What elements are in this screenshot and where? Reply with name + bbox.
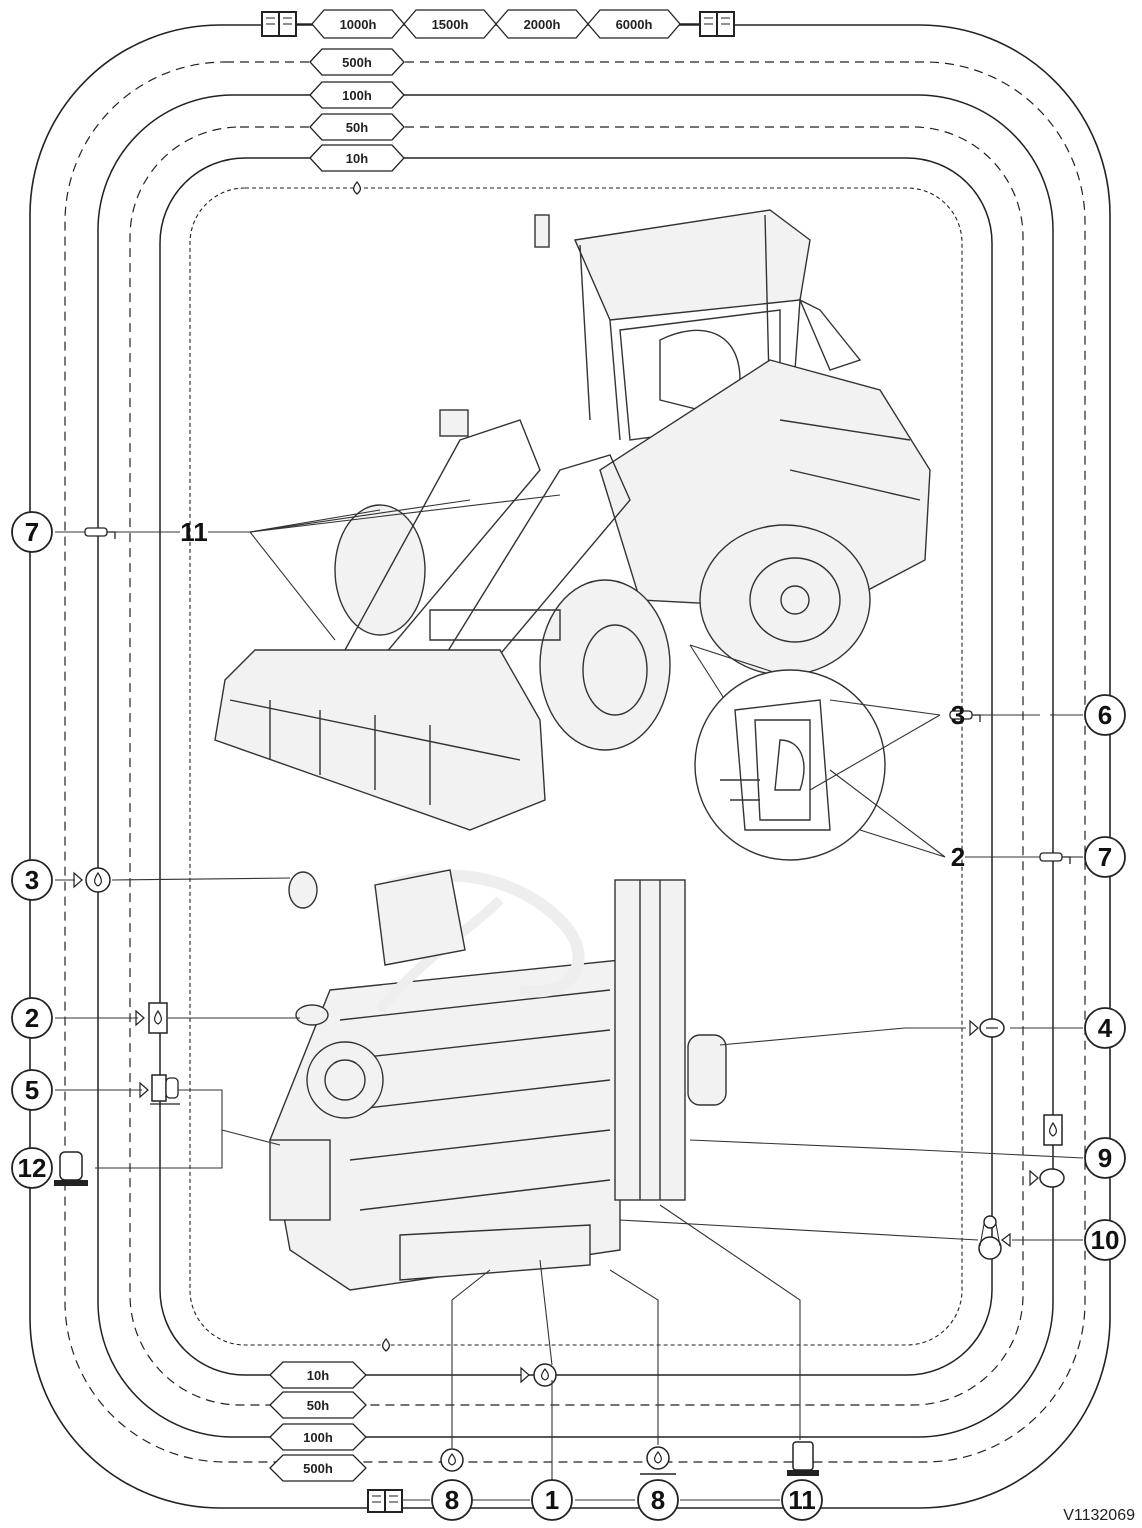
callouts-inner: 11 3 2	[180, 517, 965, 872]
callout-number: 4	[1098, 1013, 1113, 1043]
callout-9-right: 9	[1084, 1137, 1126, 1179]
tag-label: 500h	[303, 1461, 333, 1476]
callout-3-inner: 3	[951, 700, 965, 730]
loop-50h	[129, 126, 1024, 1406]
figure-reference: V1132069	[1063, 1507, 1135, 1524]
callout-1-bottom: 1	[531, 1479, 573, 1521]
callout-8-bottom: 8	[431, 1479, 473, 1521]
leader-lines	[55, 494, 1084, 1501]
water-separator-icon	[139, 1074, 180, 1105]
callouts-right: 6 7 4 9 10	[1084, 694, 1126, 1261]
callout-8-bottom-second: 8	[637, 1479, 679, 1521]
top-interval-stack: 500h 100h 50h 10h	[309, 48, 405, 195]
bottom-interval-stack: 10h 50h 100h 500h	[269, 1337, 391, 1482]
callout-3-left: 3	[11, 859, 53, 901]
callouts-left: 7 3 2 5 12	[11, 511, 53, 1189]
filter-icon	[135, 1002, 168, 1034]
fuel-filter-icon	[54, 1151, 88, 1186]
loop-500h	[64, 61, 1086, 1463]
interval-tag-10h: 10h	[269, 1361, 367, 1389]
callout-number: 8	[445, 1485, 459, 1515]
loop-10h	[159, 157, 993, 1376]
tag-label: 100h	[342, 88, 372, 103]
manual-book-icon	[261, 11, 297, 37]
oil-drop-drain-icon	[1029, 1168, 1065, 1188]
interval-tag-500h: 500h	[309, 48, 405, 76]
tag-label: 50h	[346, 120, 368, 135]
interval-tag-100h: 100h	[269, 1423, 367, 1451]
callout-number: 7	[1098, 842, 1112, 872]
interval-tag-1500h: 1500h	[403, 9, 497, 39]
interval-tag-6000h: 6000h	[587, 9, 681, 39]
callout-number: 7	[25, 517, 39, 547]
callout-2-inner: 2	[951, 842, 965, 872]
interval-tag-10h: 10h	[309, 144, 405, 172]
callout-12-left: 12	[11, 1147, 53, 1189]
tag-label: 100h	[303, 1430, 333, 1445]
callouts-bottom: 8 1 8 11	[431, 1479, 823, 1521]
oil-drop-drain-icon	[969, 1018, 1005, 1038]
engine-illustration	[269, 869, 727, 1291]
breather-icon	[381, 1337, 391, 1352]
interval-tag-100h: 100h	[309, 81, 405, 109]
callout-7-left: 7	[11, 511, 53, 553]
callout-number: 11	[788, 1485, 816, 1515]
belt-tensioner-icon	[978, 1215, 1011, 1260]
callout-7-right: 7	[1084, 836, 1126, 878]
manual-book-icon	[699, 11, 735, 37]
tag-label: 2000h	[524, 17, 561, 32]
callout-number: 2	[25, 1003, 39, 1033]
filter-icon	[1043, 1114, 1063, 1146]
oil-drop-drain-icon	[440, 1448, 464, 1472]
oil-drop-check-icon	[520, 1363, 557, 1387]
tag-label: 1000h	[340, 17, 377, 32]
wheel-loader-illustration	[214, 209, 931, 831]
callout-5-left: 5	[11, 1069, 53, 1111]
interval-tag-1000h: 1000h	[311, 9, 405, 39]
callout-number: 5	[25, 1075, 39, 1105]
callout-number: 9	[1098, 1143, 1112, 1173]
tag-label: 500h	[342, 55, 372, 70]
service-icons	[54, 527, 1071, 1513]
loop-6000h	[29, 24, 1111, 1509]
callout-4-right: 4	[1084, 1007, 1126, 1049]
interval-tag-50h: 50h	[269, 1391, 367, 1419]
callout-6-right: 6	[1084, 694, 1126, 736]
callout-number: 1	[545, 1485, 559, 1515]
manual-book-icon	[367, 1489, 403, 1513]
callout-10-right: 10	[1084, 1219, 1126, 1261]
fuel-filter-icon	[787, 1441, 819, 1476]
interval-tag-500h: 500h	[269, 1454, 367, 1482]
callout-2-left: 2	[11, 997, 53, 1039]
callout-11-bottom: 11	[781, 1479, 823, 1521]
loop-daily	[189, 187, 963, 1346]
interval-tag-2000h: 2000h	[495, 9, 589, 39]
oil-drop-drain-icon	[640, 1446, 676, 1475]
tag-label: 10h	[346, 151, 368, 166]
interval-loops	[29, 24, 1111, 1509]
callout-number: 8	[651, 1485, 665, 1515]
callout-number: 3	[25, 865, 39, 895]
loop-100h	[97, 94, 1054, 1438]
oil-drop-check-icon	[73, 867, 111, 893]
grease-gun-icon	[84, 527, 116, 539]
interval-tag-50h: 50h	[309, 113, 405, 141]
top-interval-row: 1000h 1500h 2000h 6000h	[261, 9, 735, 39]
callout-number: 10	[1091, 1225, 1120, 1255]
grease-gun-icon	[1039, 852, 1071, 864]
tag-label: 10h	[307, 1368, 329, 1383]
breather-icon	[352, 180, 362, 195]
callout-number: 12	[18, 1153, 47, 1183]
tag-label: 1500h	[432, 17, 469, 32]
tag-label: 50h	[307, 1398, 329, 1413]
tag-label: 6000h	[616, 17, 653, 32]
callout-11-inner: 11	[180, 517, 208, 547]
detail-zoom-circle	[689, 644, 886, 861]
callout-number: 6	[1098, 700, 1112, 730]
